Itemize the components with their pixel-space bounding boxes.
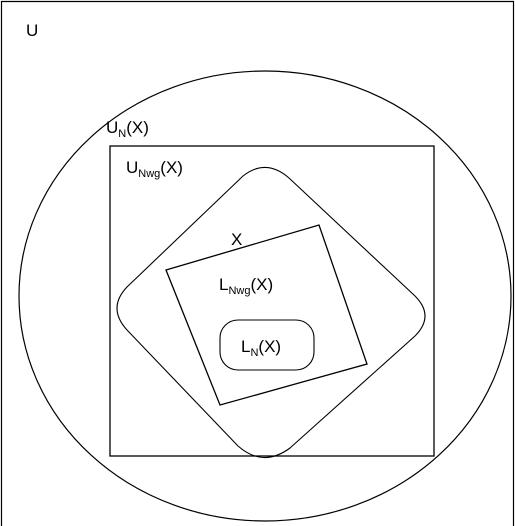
upper-approximation-n-label: UN(X) — [106, 118, 149, 140]
lower-approximation-n-box — [219, 319, 315, 371]
upper-approximation-nwg-square — [109, 145, 435, 457]
lower-approximation-nwg-label: LNwg(X) — [219, 275, 273, 297]
universe-label: U — [26, 21, 38, 40]
set-x-label: X — [231, 230, 242, 249]
upper-approximation-n-circle — [18, 70, 512, 522]
upper-approximation-nwg-label: UNwg(X) — [126, 158, 183, 180]
set-x-quadrilateral — [165, 224, 368, 406]
rounded-diamond-region — [116, 166, 426, 459]
lower-approximation-n-label: LN(X) — [241, 337, 281, 359]
